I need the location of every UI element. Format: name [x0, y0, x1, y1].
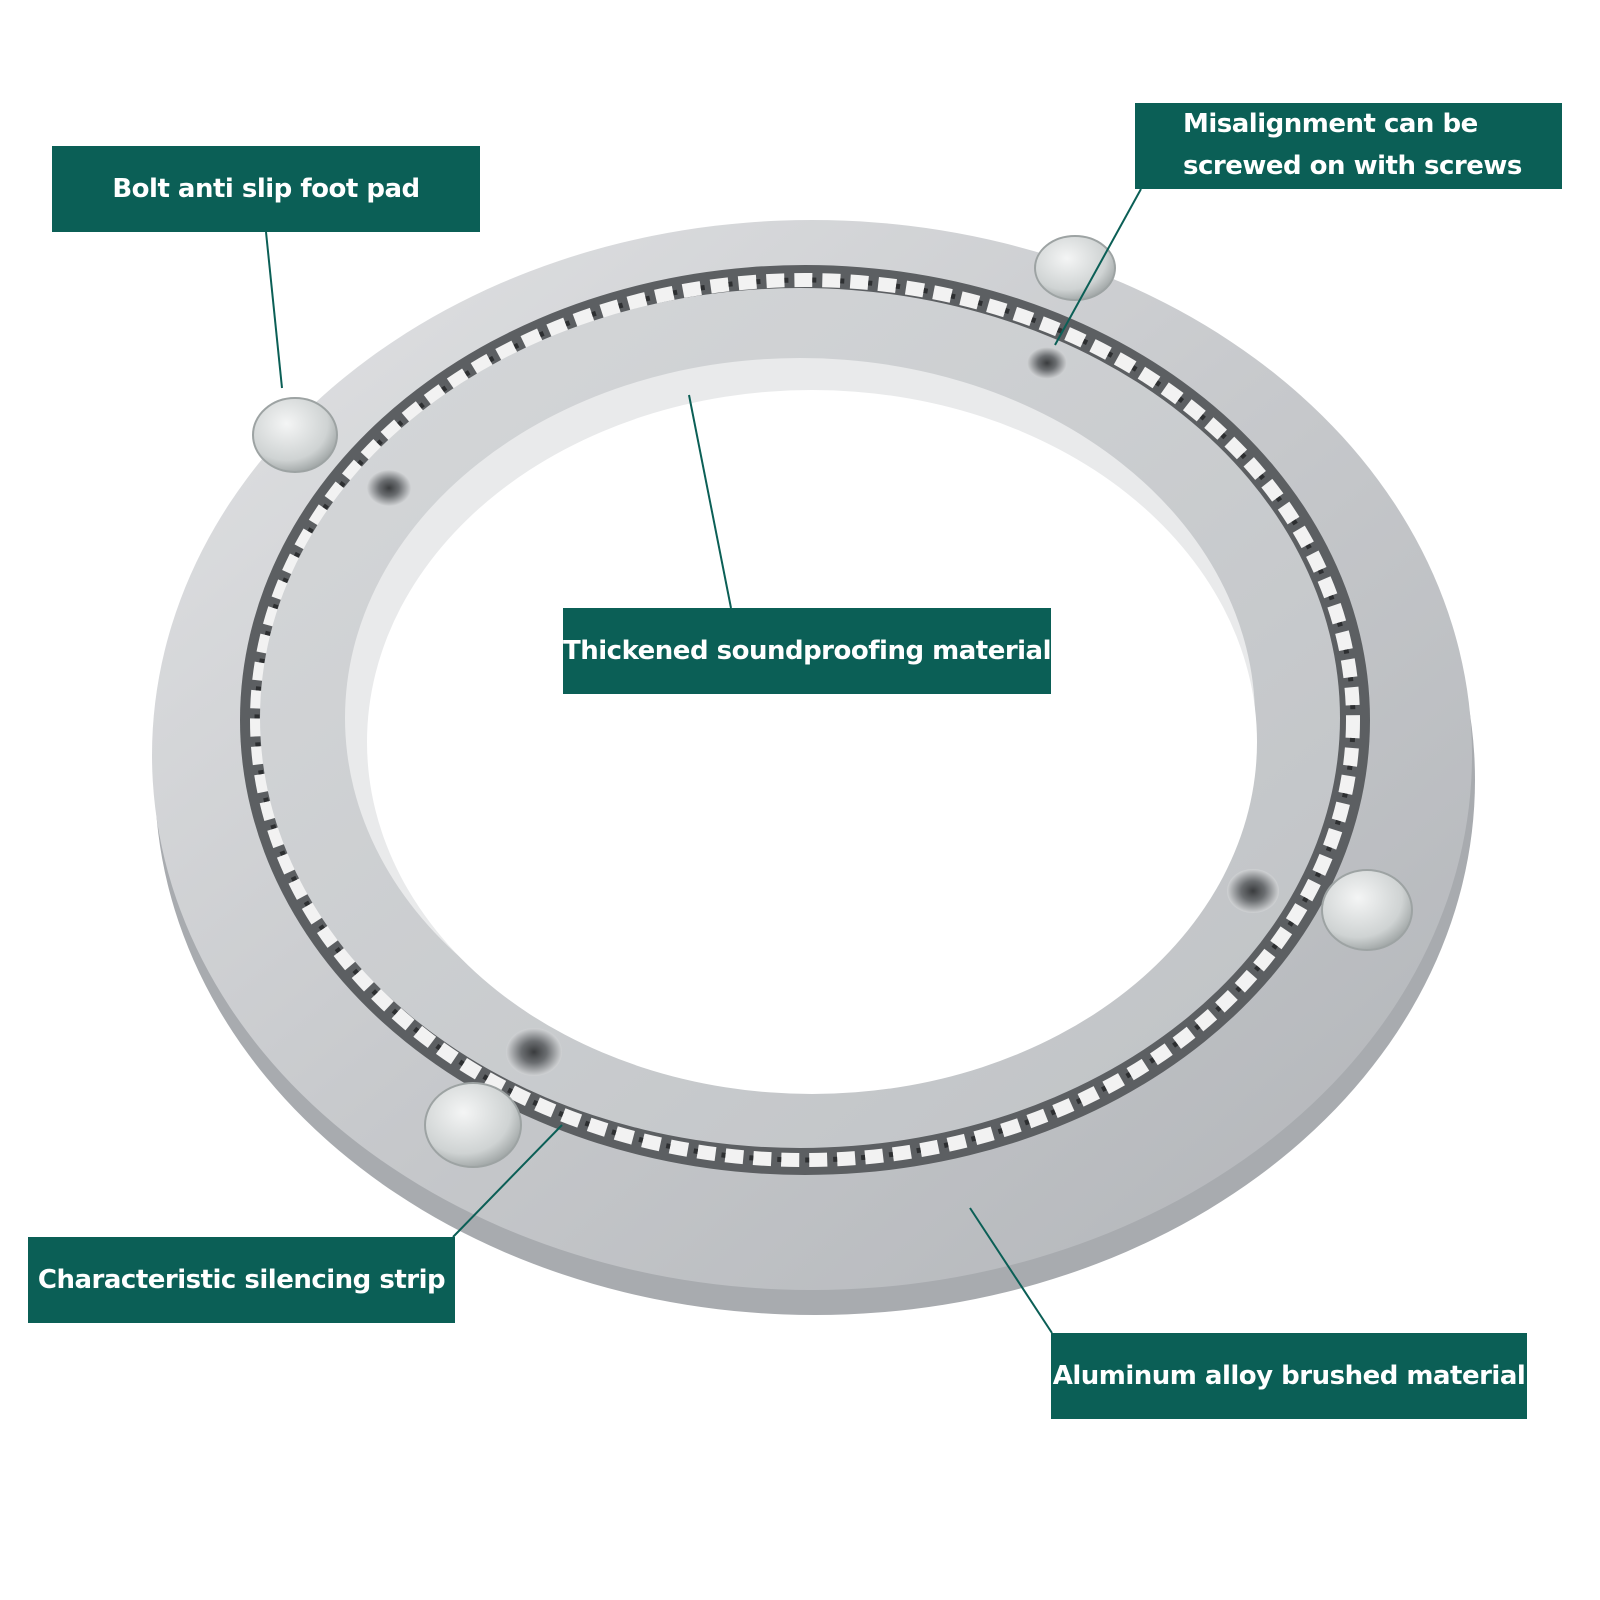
- callout-misalignment: Misalignment can be screwed on with scre…: [1135, 103, 1562, 189]
- screw-hole: [1027, 347, 1067, 379]
- foot-pad: [1034, 235, 1116, 301]
- leader-line-soundproofing: [688, 394, 732, 609]
- callout-silencing-strip: Characteristic silencing strip: [28, 1237, 455, 1323]
- screw-holes: [367, 347, 1279, 1076]
- leader-line-aluminum: [969, 1207, 1053, 1334]
- foot-pad: [424, 1082, 522, 1168]
- screw-hole: [1227, 869, 1279, 913]
- callout-soundproofing: Thickened soundproofing material: [563, 608, 1052, 694]
- callout-aluminum: Aluminum alloy brushed material: [1051, 1333, 1527, 1419]
- foot-pad: [1321, 869, 1413, 951]
- callout-foot-pad: Bolt anti slip foot pad: [52, 146, 480, 232]
- foot-pad: [252, 397, 338, 473]
- leader-lines: [265, 188, 1142, 1334]
- callout-misalignment-line2: screwed on with screws: [1183, 151, 1522, 181]
- callout-misalignment-line1: Misalignment can be: [1183, 109, 1478, 139]
- callout-soundproofing-label: Thickened soundproofing material: [563, 636, 1052, 666]
- leader-line-foot-pad: [265, 231, 283, 389]
- foot-pads: [252, 235, 1413, 1168]
- callout-silencing-strip-label: Characteristic silencing strip: [37, 1265, 446, 1295]
- leader-line-silencing-strip: [452, 1124, 563, 1238]
- inner-ring: [260, 288, 1340, 1148]
- leader-line-misalignment: [1054, 188, 1142, 346]
- callout-aluminum-label: Aluminum alloy brushed material: [1052, 1361, 1526, 1391]
- screw-hole: [506, 1028, 562, 1076]
- screw-hole: [367, 470, 411, 506]
- callout-foot-pad-label: Bolt anti slip foot pad: [112, 174, 420, 204]
